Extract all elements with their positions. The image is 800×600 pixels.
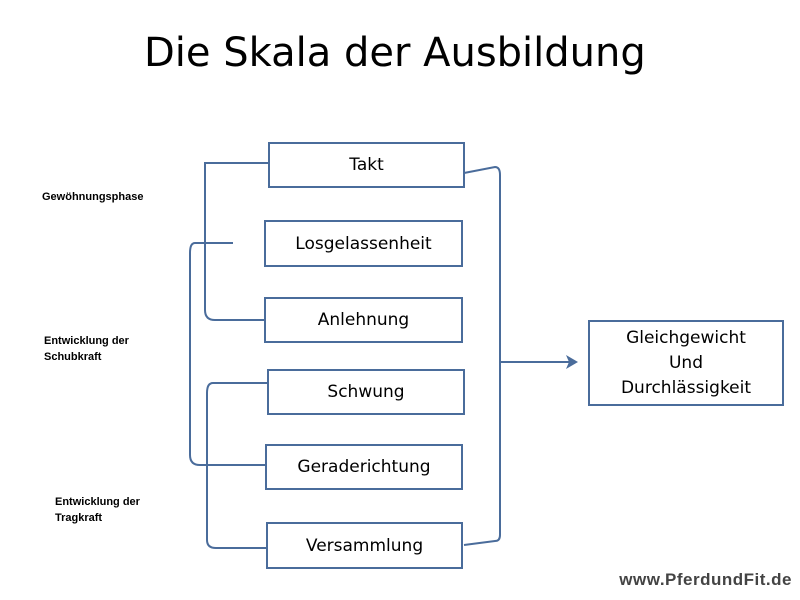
bracket-right-collector [463, 165, 501, 546]
phase-label-schubkraft: Entwicklung der Schubkraft [44, 333, 129, 365]
result-line-2: Und [668, 352, 703, 373]
step-label-losgelassenheit: Losgelassenheit [295, 233, 432, 254]
result-box: Gleichgewicht Und Durchlässigkeit [588, 320, 784, 406]
page-title: Die Skala der Ausbildung [144, 30, 646, 76]
result-line-3: Durchlässigkeit [620, 377, 752, 398]
bracket-schubkraft [189, 242, 266, 466]
arrow-head-icon [566, 355, 578, 369]
step-label-versammlung: Versammlung [305, 535, 424, 556]
phase-label-tragkraft-line2: Tragkraft [55, 512, 103, 524]
step-box-geraderichtung: Geraderichtung [265, 444, 463, 490]
step-label-schwung: Schwung [327, 382, 405, 402]
step-box-schwung: Schwung [267, 369, 465, 415]
step-box-anlehnung: Anlehnung [264, 297, 463, 343]
phase-label-schubkraft-line1: Entwicklung der [44, 335, 129, 347]
step-label-takt: Takt [349, 155, 384, 175]
step-box-losgelassenheit: Losgelassenheit [264, 220, 463, 267]
step-box-versammlung: Versammlung [266, 522, 463, 569]
phase-label-tragkraft: Entwicklung der Tragkraft [55, 494, 140, 526]
phase-label-gewoehnung-line1: Gewöhnungsphase [42, 191, 144, 203]
step-box-takt: Takt [268, 142, 465, 188]
phase-label-gewoehnung: Gewöhnungsphase [42, 189, 143, 205]
step-label-geraderichtung: Geraderichtung [297, 457, 431, 477]
bracket-gewoehnungsphase [204, 162, 268, 321]
result-line-1: Gleichgewicht [626, 327, 746, 348]
phase-label-tragkraft-line1: Entwicklung der [55, 496, 140, 508]
phase-label-schubkraft-line2: Schubkraft [44, 351, 102, 363]
watermark-url: www.PferdundFit.de [619, 570, 792, 589]
bracket-tragkraft [206, 382, 268, 549]
step-label-anlehnung: Anlehnung [317, 310, 410, 330]
